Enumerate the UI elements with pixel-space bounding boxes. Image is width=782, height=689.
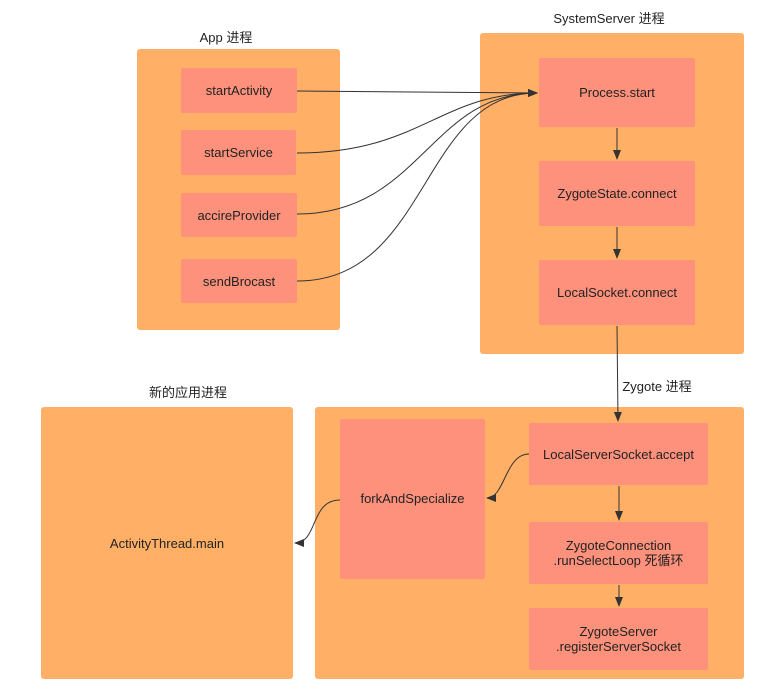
local-server-socket-accept-label: LocalServerSocket.accept (542, 446, 695, 462)
zygote-state-connect-label: ZygoteState.connect (557, 186, 677, 201)
activity-thread-main-node: ActivityThread.main (41, 520, 293, 566)
start-service-node: startService (181, 130, 296, 175)
local-socket-connect-node: LocalSocket.connect (539, 260, 695, 325)
fork-and-specialize-node: forkAndSpecialize (340, 419, 485, 579)
zygote-connection-loop-node: ZygoteConnection .runSelectLoop 死循环 (529, 522, 708, 584)
process-start-label: Process.start (579, 85, 655, 100)
local-socket-connect-label: LocalSocket.connect (557, 285, 677, 300)
new-app-process-group (41, 407, 293, 679)
start-activity-label: startActivity (205, 83, 273, 98)
activity-thread-main-label: ActivityThread.main (109, 535, 225, 551)
fork-and-specialize-label: forkAndSpecialize (360, 491, 465, 506)
send-brocast-node: sendBrocast (181, 259, 297, 303)
zygote-connection-loop-label: ZygoteConnection .runSelectLoop 死循环 (553, 538, 684, 568)
zygote-process-title: Zygote 进程 (622, 379, 692, 394)
local-server-socket-accept-node: LocalServerSocket.accept (529, 423, 708, 485)
system-server-process-title: SystemServer 进程 (553, 11, 665, 26)
zygote-server-register-label: ZygoteServer .registerServerSocket (556, 624, 681, 654)
start-service-label: startService (204, 145, 273, 160)
app-process-title: App 进程 (199, 30, 253, 45)
accire-provider-label: accireProvider (197, 207, 281, 223)
send-brocast-label: sendBrocast (202, 273, 276, 289)
process-start-node: Process.start (539, 58, 695, 127)
accire-provider-node: accireProvider (181, 193, 297, 237)
zygote-server-register-node: ZygoteServer .registerServerSocket (529, 608, 708, 670)
zygote-state-connect-node: ZygoteState.connect (539, 161, 695, 226)
start-activity-node: startActivity (181, 68, 297, 113)
new-app-process-title: 新的应用进程 (148, 385, 227, 400)
